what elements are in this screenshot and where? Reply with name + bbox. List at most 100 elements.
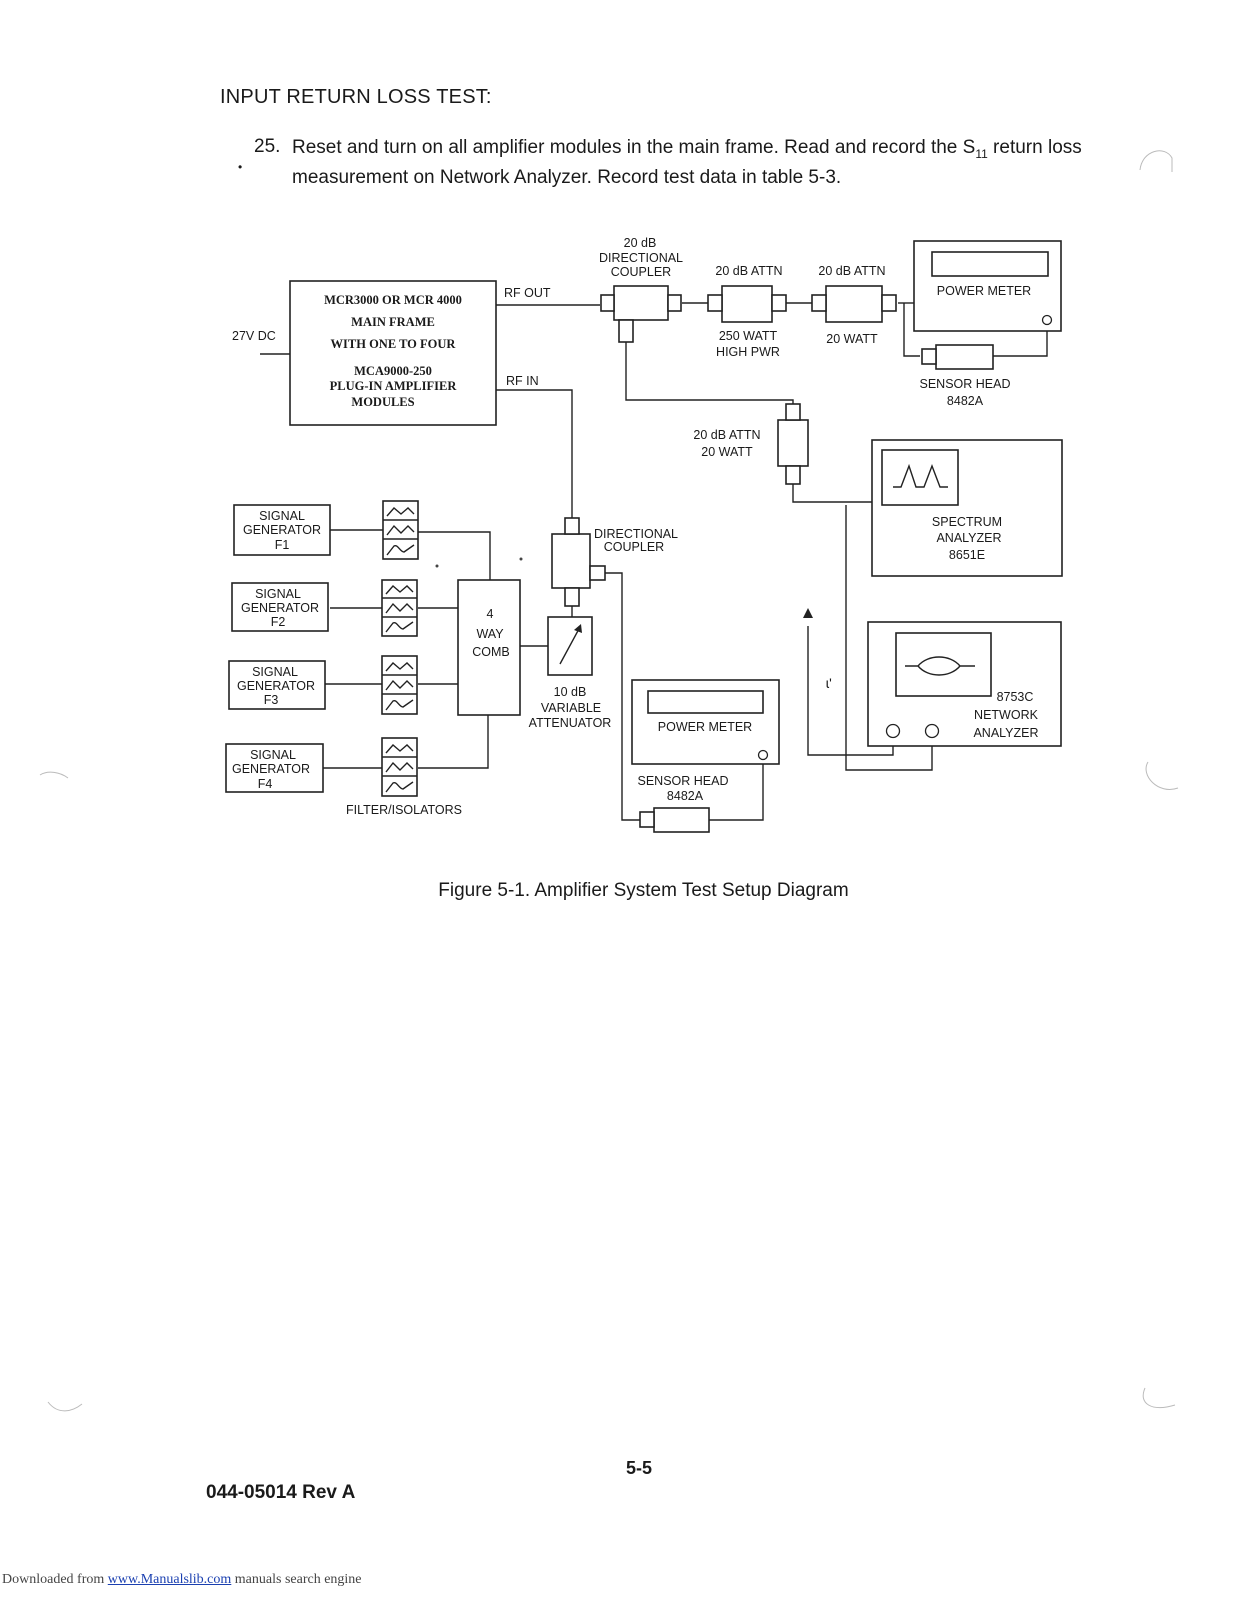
var-attn-line2: VARIABLE <box>541 701 601 715</box>
sensor-head-bottom: SENSOR HEAD 8482A <box>638 774 729 833</box>
top-coupler-line1: 20 dB <box>624 236 657 250</box>
sg2-line2: GENERATOR <box>241 601 319 615</box>
attn1-sub1: 250 WATT <box>719 329 778 343</box>
main-frame-line4: MCA9000-250 <box>354 364 432 378</box>
combiner-line1: 4 <box>487 607 494 621</box>
filter-isolator-stack-1 <box>382 500 419 560</box>
attn3-line1: 20 dB ATTN <box>693 428 760 442</box>
filter-icon <box>385 602 414 614</box>
bullet-mark: • <box>238 160 243 174</box>
filter-isolator-stack-4 <box>381 737 418 797</box>
filter-isolator-stack-2 <box>381 579 418 637</box>
sg3-line3: F3 <box>264 693 279 707</box>
sensor-bottom-line2: 8482A <box>667 789 704 803</box>
attn1-sub2: HIGH PWR <box>716 345 780 359</box>
filter-icon <box>386 524 415 536</box>
sg2-line3: F2 <box>271 615 286 629</box>
network-model: 8753C <box>997 690 1034 704</box>
sg3-line1: SIGNAL <box>252 665 298 679</box>
sg2-line1: SIGNAL <box>255 587 301 601</box>
main-frame-line1: MCR3000 OR MCR 4000 <box>324 293 462 307</box>
isolator-icon <box>385 621 414 633</box>
filter-icon <box>385 761 414 773</box>
main-frame-box: MCR3000 OR MCR 4000 MAIN FRAME WITH ONE … <box>289 280 497 426</box>
filters-label: FILTER/ISOLATORS <box>346 803 462 817</box>
dc-label: 27V DC <box>232 329 276 343</box>
four-way-combiner: 4 WAY COMB <box>457 579 521 716</box>
main-frame-line6: MODULES <box>351 395 414 409</box>
attenuator-20w: 20 dB ATTN 20 WATT <box>811 264 897 346</box>
isolator-icon <box>385 781 414 793</box>
attn2-title: 20 dB ATTN <box>818 264 885 278</box>
power-meter-top: POWER METER <box>913 240 1062 332</box>
section-heading: INPUT RETURN LOSS TEST: <box>220 86 492 108</box>
manualslib-link[interactable]: www.Manualslib.com <box>107 1572 232 1587</box>
page-number: 5-5 <box>626 1458 653 1478</box>
sg4-line2: GENERATOR <box>232 762 310 776</box>
attenuator-250w: 20 dB ATTN 250 WATT HIGH PWR <box>707 264 787 359</box>
footer-suffix: manuals search engine <box>231 1572 362 1587</box>
main-frame-line5: PLUG-IN AMPLIFIER <box>330 379 458 393</box>
variable-attenuator: 10 dB VARIABLE ATTENUATOR <box>529 616 612 730</box>
sg4-line1: SIGNAL <box>250 748 296 762</box>
filter-icon <box>385 679 414 691</box>
figure-caption: Figure 5-1. Amplifier System Test Setup … <box>438 880 849 901</box>
step-subscript: 11 <box>975 146 988 161</box>
top-directional-coupler: 20 dB DIRECTIONAL COUPLER <box>599 236 683 343</box>
power-meter-bottom: POWER METER <box>631 679 780 765</box>
spectrum-line1: SPECTRUM <box>932 515 1002 529</box>
signal-generator-f2: SIGNAL GENERATOR F2 <box>231 582 329 632</box>
mid-coupler-line2: COUPLER <box>604 540 664 554</box>
isolator-icon <box>385 699 414 711</box>
spectrum-waveform-icon <box>893 463 948 488</box>
combiner-line2: WAY <box>476 627 504 641</box>
signal-generator-f4: SIGNAL GENERATOR F4 <box>225 743 324 793</box>
port1-connector <box>885 723 901 739</box>
network-trace-icon <box>905 656 975 676</box>
arrow-up-icon <box>803 608 813 618</box>
spectrum-line2: ANALYZER <box>936 531 1001 545</box>
filter-icon <box>386 507 415 517</box>
mid-directional-coupler: DIRECTIONAL COUPLER <box>551 517 678 607</box>
port2-connector <box>924 723 940 739</box>
main-frame-line3: WITH ONE TO FOUR <box>331 337 457 351</box>
diagram-wires <box>260 302 1048 821</box>
stray-mark: ɩ' <box>826 675 832 691</box>
sensor-top-line1: SENSOR HEAD <box>920 377 1011 391</box>
rf-out-label: RF OUT <box>504 286 551 300</box>
sensor-top-line2: 8482A <box>947 394 984 408</box>
var-attn-line1: 10 dB <box>554 685 587 699</box>
network-analyzer: 8753C NETWORK ANALYZER <box>867 621 1062 747</box>
document-id: 044-05014 Rev A <box>206 1482 356 1503</box>
download-footer: Downloaded from www.Manualslib.com manua… <box>2 1572 362 1588</box>
attn3-line2: 20 WATT <box>701 445 753 459</box>
sensor-bottom-line1: SENSOR HEAD <box>638 774 729 788</box>
sg1-line3: F1 <box>275 538 290 552</box>
step-text-part-1: Reset and turn on all amplifier modules … <box>292 137 976 158</box>
filter-icon <box>385 585 414 595</box>
attenuator-vertical: 20 dB ATTN 20 WATT <box>693 403 809 485</box>
sg1-line2: GENERATOR <box>243 523 321 537</box>
spectrum-analyzer: SPECTRUM ANALYZER 8651E <box>871 439 1063 577</box>
combiner-line3: COMB <box>472 645 510 659</box>
variable-arrow-icon <box>574 624 582 633</box>
scan-artifacts <box>39 150 1179 1412</box>
spectrum-line3: 8651E <box>949 548 985 562</box>
power-meter-top-label: POWER METER <box>937 284 1031 298</box>
network-line1: NETWORK <box>974 708 1039 722</box>
var-attn-line3: ATTENUATOR <box>529 716 612 730</box>
top-coupler-line2: DIRECTIONAL <box>599 251 683 265</box>
step-number: 25. <box>254 136 281 157</box>
footer-prefix: Downloaded from <box>2 1572 108 1587</box>
filter-icon <box>385 662 414 672</box>
signal-generator-f1: SIGNAL GENERATOR F1 <box>233 504 331 556</box>
sg1-line1: SIGNAL <box>259 509 305 523</box>
step-text-part-2: return loss measurement on Network Analy… <box>292 137 1082 188</box>
attn1-title: 20 dB ATTN <box>715 264 782 278</box>
power-meter-bottom-label: POWER METER <box>658 720 752 734</box>
isolator-icon <box>386 544 415 556</box>
top-coupler-line3: COUPLER <box>611 265 671 279</box>
attn2-sub1: 20 WATT <box>826 332 878 346</box>
filter-icon <box>385 744 414 754</box>
